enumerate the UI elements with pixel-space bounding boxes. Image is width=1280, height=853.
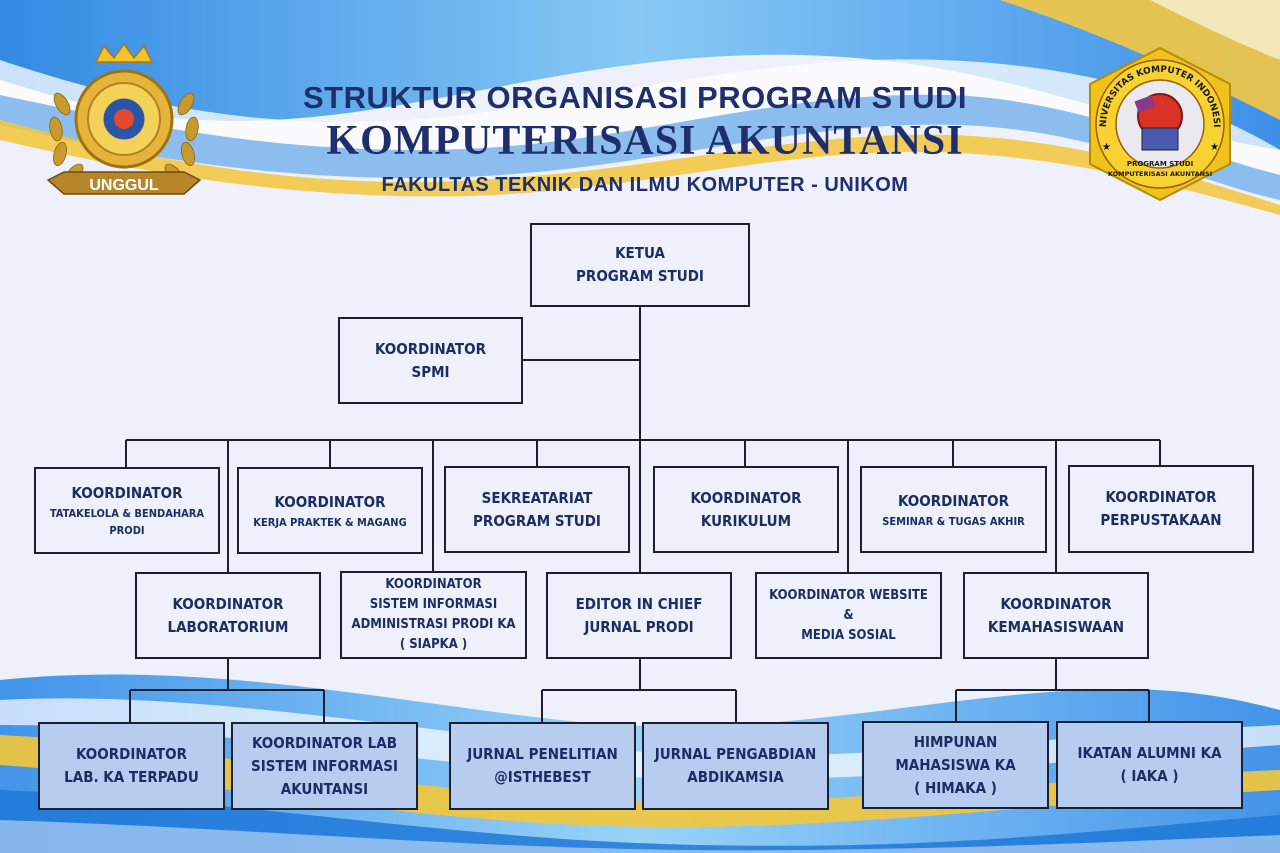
box-editor-in-chief: EDITOR IN CHIEF JURNAL PRODI [546,572,732,659]
box-line: MEDIA SOSIAL [801,627,896,643]
box-line: KETUA [615,244,665,262]
box-iaka: IKATAN ALUMNI KA ( IAKA ) [1056,721,1243,809]
box-line: KOORDINATOR WEBSITE [769,587,928,603]
box-line: KOORDINATOR [71,484,183,502]
box-line: KOORDINATOR [375,339,486,358]
star-icon: ★ [1102,142,1111,153]
box-line: KOORDINATOR [385,577,482,592]
box-line: PRODI [109,524,145,537]
box-line: KOORDINATOR [1000,594,1112,613]
box-line: PERPUSTAKAAN [1100,511,1222,529]
box-line: JURNAL PENELITIAN [467,745,618,763]
box-line: KOORDINATOR [76,745,187,763]
box-line: LABORATORIUM [167,617,289,636]
unggul-label: UNGGUL [89,177,159,194]
box-line: IKATAN ALUMNI KA [1077,744,1222,762]
box-line: KOORDINATOR [172,594,284,613]
box-sekretariat: SEKREATARIAT PROGRAM STUDI [444,466,630,553]
title-line-3: FAKULTAS TEKNIK DAN ILMU KOMPUTER - UNIK… [381,174,909,196]
box-line: ( HIMAKA ) [914,778,997,797]
unggul-logo: UNGGUL [46,44,202,195]
box-koordinator-seminar: KOORDINATOR SEMINAR & TUGAS AKHIR [860,466,1047,553]
box-line: SPMI [411,362,450,381]
box-line: KURIKULUM [700,511,792,530]
box-line: PROGRAM STUDI [576,267,704,285]
box-line: ( SIAPKA ) [399,637,468,652]
box-koordinator-perpustakaan: KOORDINATOR PERPUSTAKAAN [1068,465,1254,553]
box-line: KOORDINATOR [898,491,1009,510]
box-himaka: HIMPUNAN MAHASISWA KA ( HIMAKA ) [862,721,1049,809]
box-koordinator-laboratorium: KOORDINATOR LABORATORIUM [135,572,321,659]
box-jurnal-penelitian: JURNAL PENELITIAN @ISTHEBEST [449,722,636,810]
box-line: KERJA PRAKTEK & MAGANG [253,515,407,529]
box-line: KOORDINATOR LAB [251,733,397,752]
box-line: PROGRAM STUDI [473,511,601,530]
box-line: AKUNTANSI [280,779,369,798]
box-line: KOORDINATOR [690,488,802,507]
box-jurnal-pengabdian: JURNAL PENGABDIAN ABDIKAMSIA [642,722,829,810]
box-koordinator-spmi: KOORDINATOR SPMI [338,317,523,404]
box-line: MAHASISWA KA [895,755,1016,774]
box-line: TATAKELOLA & BENDAHARA [49,507,205,520]
box-line: SISTEM INFORMASI [369,597,498,612]
box-line: JURNAL PRODI [584,617,694,636]
unikom-prodi-logo: UNIVERSITAS KOMPUTER INDONESIA PROGRAM S… [1080,46,1231,202]
box-line: SEKREATARIAT [481,488,593,507]
box-ketua-prodi: KETUA PROGRAM STUDI [530,223,750,307]
box-line: KEMAHASISWAAN [987,617,1125,636]
box-koordinator-tatakelola: KOORDINATOR TATAKELOLA & BENDAHARA PRODI [34,467,220,554]
box-koordinator-siapka: KOORDINATOR SISTEM INFORMASI ADMINISTRAS… [340,571,527,659]
box-koordinator-kerja-praktek: KOORDINATOR KERJA PRAKTEK & MAGANG [237,467,423,554]
logo-prodi-line1: PROGRAM STUDI [1127,160,1193,168]
box-line: HIMPUNAN [913,732,998,751]
box-line: JURNAL PENGABDIAN [654,745,817,763]
box-line: LAB. KA TERPADU [64,768,199,786]
box-koordinator-kurikulum: KOORDINATOR KURIKULUM [653,466,839,553]
box-line: SEMINAR & TUGAS AKHIR [882,514,1025,528]
box-line: ADMINISTRASI PRODI KA [351,617,516,632]
box-koordinator-lab-terpadu: KOORDINATOR LAB. KA TERPADU [38,722,225,810]
star-icon: ★ [1210,142,1219,153]
box-line: ABDIKAMSIA [687,768,784,786]
box-line: SISTEM INFORMASI [250,756,399,775]
box-koordinator-lab-si: KOORDINATOR LAB SISTEM INFORMASI AKUNTAN… [231,722,418,810]
box-koordinator-kemahasiswaan: KOORDINATOR KEMAHASISWAAN [963,572,1149,659]
box-line: EDITOR IN CHIEF [575,594,703,613]
box-line: @ISTHEBEST [494,768,591,786]
box-koordinator-website: KOORDINATOR WEBSITE & MEDIA SOSIAL [755,572,942,659]
box-line: ( IAKA ) [1120,767,1179,785]
box-line: & [843,607,854,623]
title-line-2: KOMPUTERISASI AKUNTANSI [326,118,964,164]
logo-prodi-line2: KOMPUTERISASI AKUNTANSI [1108,170,1212,178]
box-line: KOORDINATOR [1105,488,1217,506]
box-line: KOORDINATOR [274,492,386,511]
title-line-1: STRUKTUR ORGANISASI PROGRAM STUDI [302,80,968,115]
